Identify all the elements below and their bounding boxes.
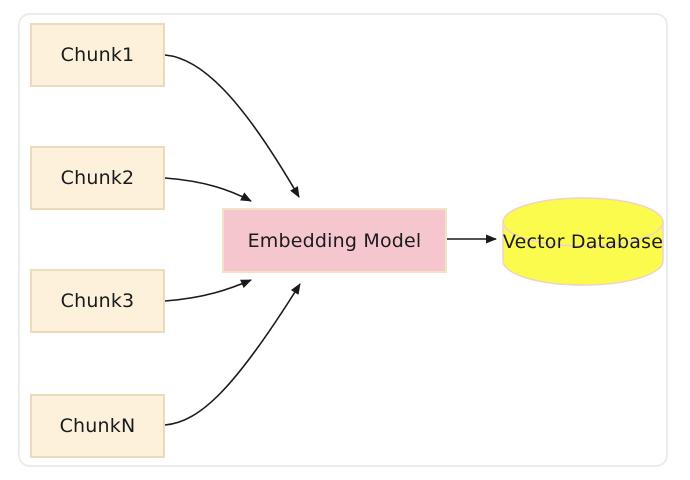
node-chunk2: Chunk2 <box>30 146 165 210</box>
diagram-frame <box>18 13 668 467</box>
node-embedding-model-label: Embedding Model <box>247 229 422 252</box>
node-chunk3: Chunk3 <box>30 269 165 333</box>
node-chunk1-label: Chunk1 <box>60 44 135 66</box>
node-vector-database-label: Vector Database <box>503 228 663 256</box>
node-chunk2-label: Chunk2 <box>60 167 135 189</box>
node-embedding-model: Embedding Model <box>222 208 447 273</box>
node-chunkN-label: ChunkN <box>59 415 136 437</box>
node-chunk3-label: Chunk3 <box>60 290 135 312</box>
vector-database-label-text: Vector Database <box>502 231 664 253</box>
node-chunk1: Chunk1 <box>30 23 165 87</box>
node-chunkN: ChunkN <box>30 394 165 458</box>
